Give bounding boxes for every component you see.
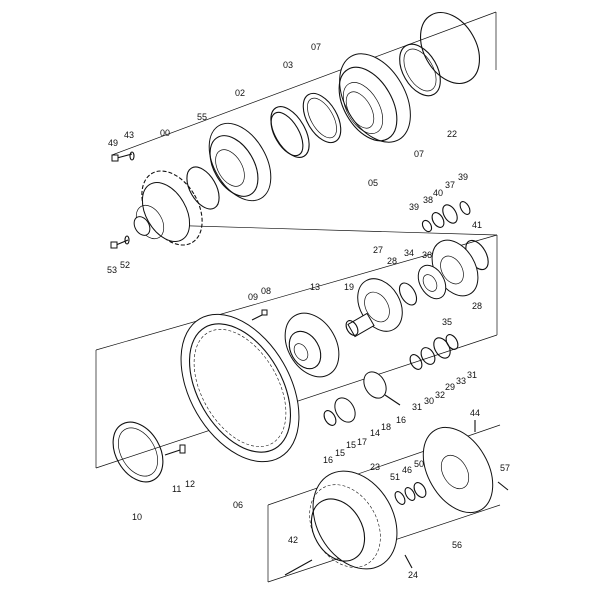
floating-seal-03 (270, 106, 310, 158)
label-22: 22 (447, 129, 457, 139)
label-44: 44 (470, 408, 480, 418)
label-06: 06 (233, 500, 243, 510)
washers-46-50-51 (394, 482, 427, 505)
bolt-09-08 (251, 309, 268, 321)
label-17: 17 (357, 437, 367, 447)
label-14: 14 (370, 428, 380, 438)
label-49: 49 (108, 138, 118, 148)
label-18: 18 (381, 422, 391, 432)
label-16-left: 16 (323, 455, 333, 465)
label-15-left: 15 (335, 448, 345, 458)
shaft-gear-14 (363, 371, 401, 406)
label-41: 41 (472, 220, 482, 230)
label-53: 53 (107, 265, 117, 275)
label-46: 46 (402, 465, 412, 475)
label-28-right: 28 (472, 301, 482, 311)
thrust-washer-34 (398, 282, 418, 306)
label-10: 10 (132, 512, 142, 522)
seal-ring-07b (302, 92, 342, 144)
cover-56 (422, 426, 494, 514)
label-24: 24 (408, 570, 418, 580)
carrier-13 (284, 312, 340, 378)
label-28-left: 28 (387, 256, 397, 266)
label-19: 19 (344, 282, 354, 292)
label-35: 35 (442, 317, 452, 327)
ring-gear-06 (180, 313, 300, 463)
label-39-right: 39 (458, 172, 468, 182)
label-42: 42 (288, 535, 298, 545)
washer-52 (124, 235, 130, 245)
label-27: 27 (373, 245, 383, 255)
housing-05 (338, 53, 411, 143)
hub-02 (208, 122, 272, 202)
part-labels: 49 43 00 55 02 03 07 07 05 22 53 52 39 3… (107, 42, 510, 580)
label-33: 33 (456, 376, 466, 386)
ring-55 (186, 166, 220, 210)
housing-23 (309, 470, 398, 570)
label-51: 51 (390, 472, 400, 482)
washer-43 (129, 151, 135, 161)
label-11: 11 (172, 484, 181, 494)
label-56: 56 (452, 540, 462, 550)
label-31-right: 31 (467, 370, 477, 380)
sprocket-00 (133, 170, 203, 246)
label-30: 30 (424, 396, 434, 406)
label-50: 50 (414, 459, 424, 469)
planet-gear-35 (417, 264, 447, 300)
label-29: 29 (445, 382, 455, 392)
label-16-right: 16 (396, 415, 406, 425)
label-07-upper: 07 (311, 42, 321, 52)
label-02: 02 (235, 88, 245, 98)
pin-11-12 (164, 444, 186, 456)
label-55: 55 (197, 112, 207, 122)
label-40: 40 (433, 188, 443, 198)
label-08: 08 (261, 286, 271, 296)
bolt-49 (111, 153, 133, 162)
label-39-left: 39 (409, 202, 419, 212)
gear-group-15-17 (323, 397, 356, 426)
label-00: 00 (160, 128, 170, 138)
o-ring-22 (419, 12, 481, 84)
bolt-24 (404, 554, 413, 569)
sun-gear-19 (345, 312, 375, 338)
label-31-left: 31 (412, 402, 422, 412)
seal-ring-07 (399, 43, 441, 97)
bolt-57 (497, 481, 509, 491)
label-36: 36 (422, 250, 432, 260)
label-32: 32 (435, 390, 445, 400)
label-37: 37 (445, 180, 455, 190)
label-34: 34 (404, 248, 414, 258)
bolt-53 (110, 239, 129, 249)
label-15-right: 15 (346, 440, 356, 450)
label-07-lower: 07 (414, 149, 424, 159)
label-05: 05 (368, 178, 378, 188)
label-09: 09 (248, 292, 258, 302)
shaft-42 (284, 559, 313, 576)
label-23: 23 (370, 462, 380, 472)
label-52: 52 (120, 260, 130, 270)
planet-gear-group-upper (421, 201, 471, 233)
ring-10 (112, 421, 164, 483)
label-12: 12 (185, 479, 195, 489)
label-13: 13 (310, 282, 320, 292)
label-03: 03 (283, 60, 293, 70)
label-38: 38 (423, 195, 433, 205)
label-57: 57 (500, 463, 510, 473)
label-43: 43 (124, 130, 134, 140)
planet-gear-group-lower (409, 334, 459, 370)
